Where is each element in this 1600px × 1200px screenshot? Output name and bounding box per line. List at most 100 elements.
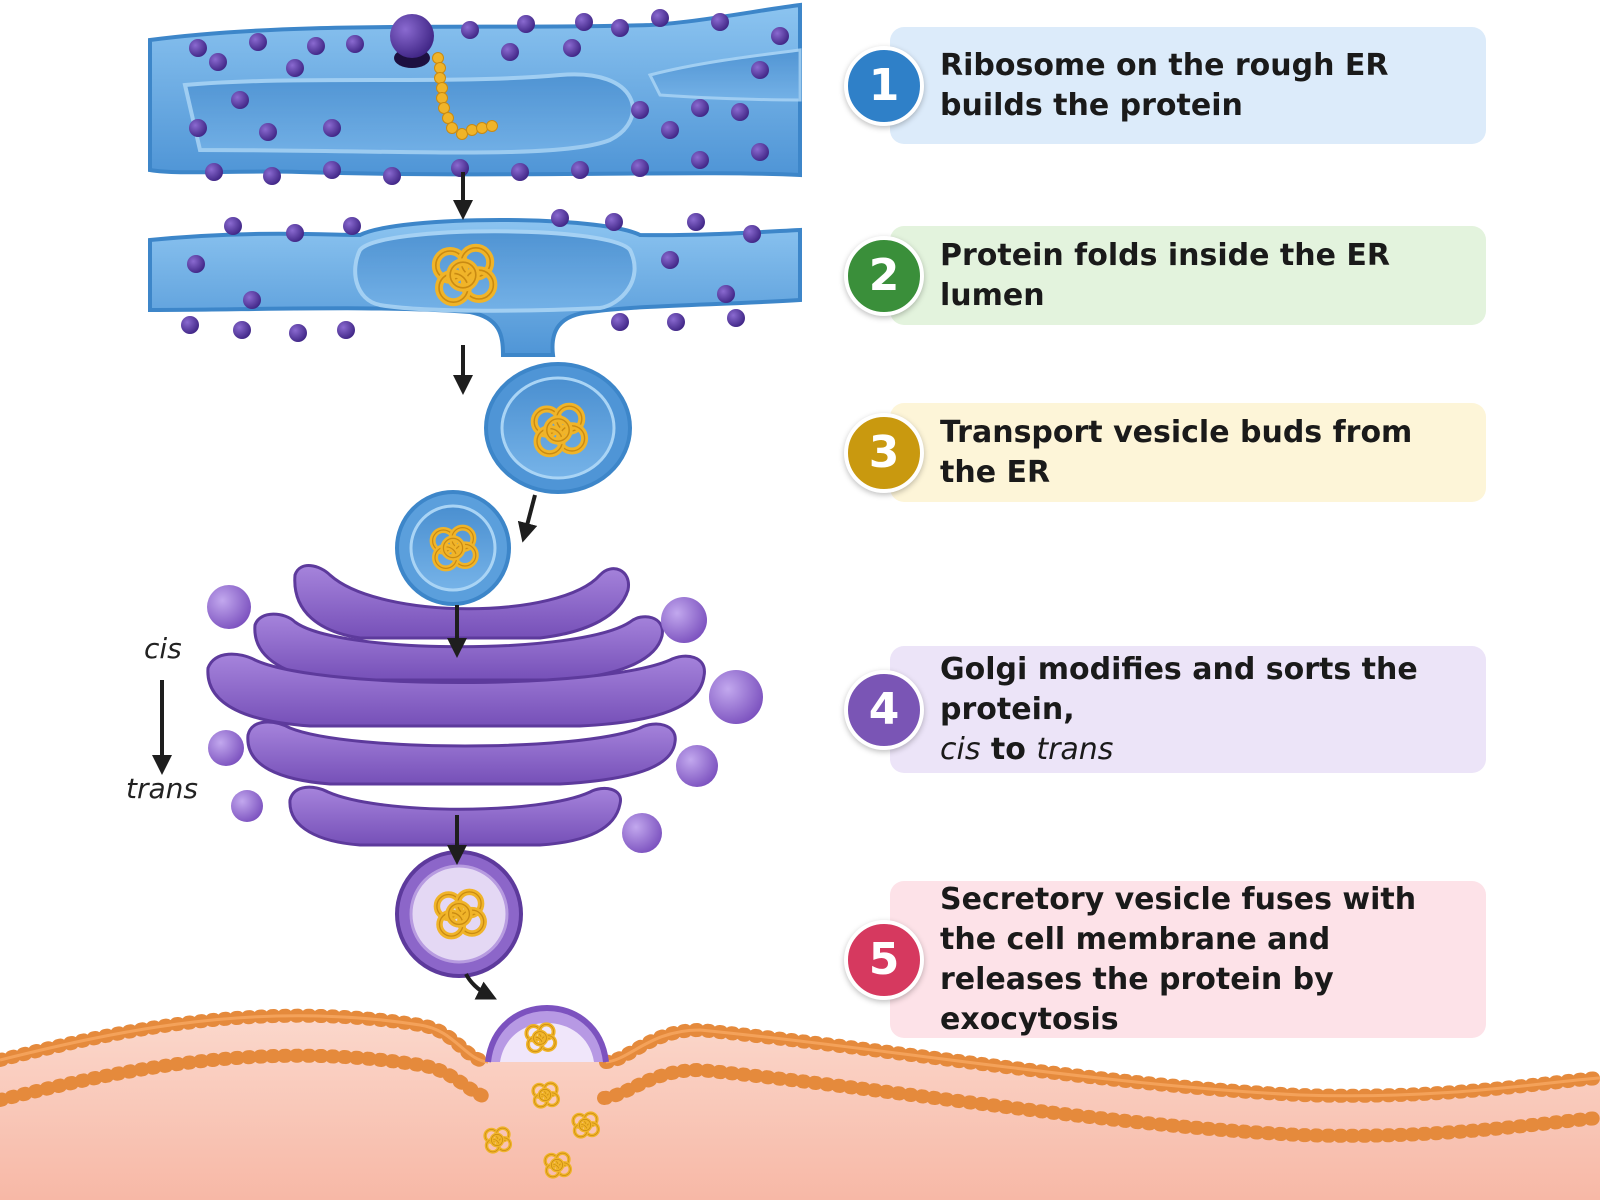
ribosome-dot [687, 213, 705, 231]
ribosome-dot [631, 101, 649, 119]
ribosome-dot [383, 167, 401, 185]
step-card-background [890, 646, 1486, 773]
ribosome-dot [631, 159, 649, 177]
ribosome-dot [259, 123, 277, 141]
cell-membrane [0, 1005, 1600, 1200]
folded-proteins [429, 243, 601, 1179]
ribosome-dot [551, 209, 569, 227]
ribosomes-middle [181, 209, 761, 342]
ribosome-dot [243, 291, 261, 309]
step-description: Ribosome on the rough ER builds the prot… [940, 47, 1389, 123]
ribosome-dot [711, 13, 729, 31]
amino-acid-bead [456, 128, 468, 140]
step-description: Protein folds inside the ER lumen [940, 237, 1391, 313]
ribosome-dot [231, 91, 249, 109]
step-number-badge: 4 [844, 669, 924, 750]
rough-er-middle [148, 218, 802, 357]
ribosome-dot [189, 119, 207, 137]
ribosome-dot [286, 59, 304, 77]
folded-protein [429, 524, 479, 572]
ribosome-dot [323, 119, 341, 137]
ribosome-dot [575, 13, 593, 31]
amino-acid-bead [476, 122, 488, 134]
ribosome-dot [771, 27, 789, 45]
ribosome-dot [451, 159, 469, 177]
step-card-2: 2 Protein folds inside the ER lumen [844, 226, 1486, 325]
step-card-background [890, 27, 1486, 144]
step-description-to: to [980, 731, 1037, 767]
step-card-3: 3 Transport vesicle buds from the ER [844, 403, 1486, 502]
ribosome-dot [224, 217, 242, 235]
ribosome-dot [611, 19, 629, 37]
step-number-badge: 5 [844, 919, 924, 1000]
ribosome-dot [511, 163, 529, 181]
ribosome-dot [731, 103, 749, 121]
step-card-5: 5 Secretory vesicle fuses with the cell … [844, 881, 1486, 1038]
ribosome-dot [337, 321, 355, 339]
ribosomes-top [189, 9, 789, 185]
ribosome-dot [691, 99, 709, 117]
step-description: Secretory vesicle fuses with the cell me… [940, 881, 1417, 1037]
ribosome-dot [289, 324, 307, 342]
amino-acid-bead [434, 72, 446, 84]
ribosome-dot [611, 313, 629, 331]
folded-protein [543, 1151, 573, 1179]
step-description: Transport vesicle buds from the ER [940, 414, 1413, 490]
ribosome-dot [286, 224, 304, 242]
golgi-vesicles [207, 585, 763, 853]
folded-protein [571, 1111, 601, 1139]
ribosome-dot [517, 15, 535, 33]
golgi-trans-label: trans [126, 772, 198, 805]
ribosome-dot [751, 143, 769, 161]
step-card-background [890, 403, 1486, 502]
ribosome-dot [205, 163, 223, 181]
ribosome-translating [390, 14, 434, 68]
ribosome-dot [249, 33, 267, 51]
ribosome-dot [343, 217, 361, 235]
amino-acid-bead [432, 52, 444, 64]
ribosome-dot [501, 43, 519, 61]
step-number-badge: 1 [844, 45, 924, 126]
ribosome-dot [323, 161, 341, 179]
ribosome-dot [751, 61, 769, 79]
amino-acid-bead [436, 92, 448, 104]
ribosome-dot [461, 21, 479, 39]
folded-protein [433, 888, 487, 940]
ribosome-dot [181, 316, 199, 334]
step-description-cis: cis [940, 731, 981, 767]
step-card-4: 4 Golgi modifies and sorts the protein,c… [844, 646, 1486, 773]
step-card-1: 1 Ribosome on the rough ER builds the pr… [844, 27, 1486, 144]
ribosome-dot [717, 285, 735, 303]
folded-protein [530, 402, 589, 458]
ribosome-dot [605, 213, 623, 231]
step-description: Golgi modifies and sorts the protein,cis… [940, 650, 1470, 770]
ribosome-dot [233, 321, 251, 339]
amino-acid-bead [486, 120, 498, 132]
ribosome-dot [691, 151, 709, 169]
ribosome-dot [187, 255, 205, 273]
folded-protein [431, 243, 498, 307]
ribosome-dot [661, 251, 679, 269]
ribosome-dot [743, 225, 761, 243]
folded-protein [524, 1022, 558, 1054]
step-description-trans: trans [1036, 731, 1114, 767]
ribosome-dot [667, 313, 685, 331]
amino-acid-bead [446, 122, 458, 134]
step-number-badge: 2 [844, 235, 924, 316]
step-card-background [890, 881, 1486, 1038]
ribosome-dot [307, 37, 325, 55]
amino-acid-bead [466, 124, 478, 136]
amino-acid-bead [442, 112, 454, 124]
ribosome-dot [346, 35, 364, 53]
ribosome-dot [189, 39, 207, 57]
ribosome-dot [727, 309, 745, 327]
amino-acid-bead [438, 102, 450, 114]
flow-arrows [152, 172, 538, 1000]
folded-protein [483, 1126, 513, 1154]
folded-protein [531, 1081, 561, 1109]
ribosome-dot [563, 39, 581, 57]
golgi-cis-label: cis [144, 632, 182, 665]
ribosome-dot [651, 9, 669, 27]
step-number-badge: 3 [844, 412, 924, 493]
